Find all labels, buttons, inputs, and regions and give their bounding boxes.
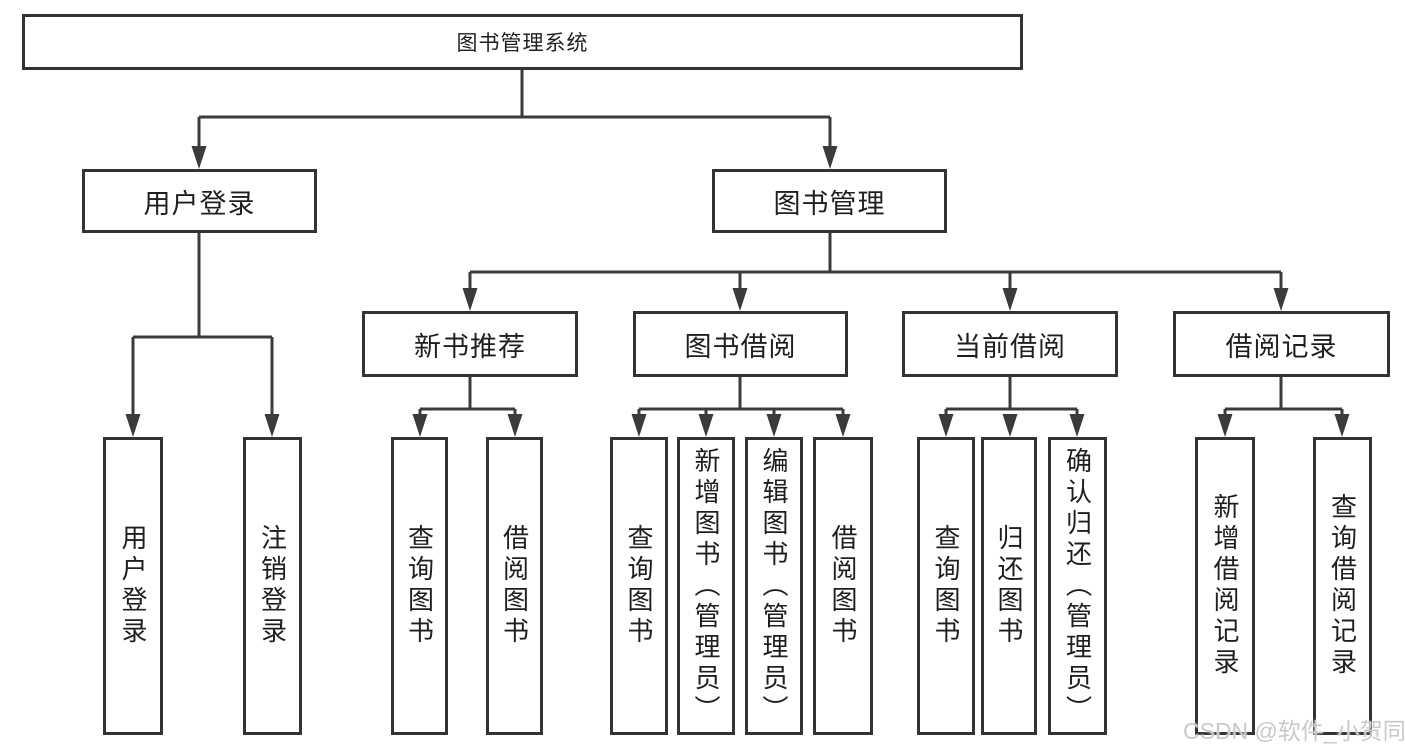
leaf-records-add-record-label: 新增借阅记录 [1210, 493, 1240, 679]
node-book-borrowing-label: 图书借阅 [684, 331, 797, 362]
node-new-book-recommend-label: 新书推荐 [414, 331, 526, 362]
watermark: CSDN @软件_小贺同学 [1183, 718, 1405, 744]
leaf-current-confirm-return-admin: 确认归还（管理员） [1048, 437, 1107, 735]
node-library-system: 图书管理系统 [22, 14, 1023, 70]
leaf-current-query-books: 查询图书 [917, 437, 975, 735]
node-book-management: 图书管理 [712, 169, 947, 233]
leaf-user-login: 用户登录 [103, 437, 163, 735]
leaf-borrowing-query-books: 查询图书 [610, 437, 668, 735]
leaf-recommend-borrow-books: 借阅图书 [486, 437, 543, 735]
leaf-user-login-label: 用户登录 [118, 524, 148, 648]
node-user-login: 用户登录 [82, 169, 317, 233]
leaf-current-query-books-label: 查询图书 [931, 524, 961, 648]
leaf-borrowing-borrow-books-label: 借阅图书 [828, 524, 858, 648]
leaf-recommend-query-books: 查询图书 [391, 437, 448, 735]
leaf-logout: 注销登录 [243, 437, 302, 735]
node-borrowing-records-label: 借阅记录 [1225, 331, 1338, 362]
node-library-system-label: 图书管理系统 [456, 32, 589, 55]
leaf-borrowing-add-books-admin-label: 新增图书（管理员） [691, 446, 721, 726]
leaf-borrowing-add-books-admin: 新增图书（管理员） [677, 437, 735, 735]
node-book-management-label: 图书管理 [773, 188, 886, 219]
node-user-login-label: 用户登录 [143, 188, 256, 219]
leaf-current-confirm-return-admin-label: 确认归还（管理员） [1062, 446, 1093, 726]
leaf-records-add-record: 新增借阅记录 [1195, 437, 1255, 735]
leaf-borrowing-query-books-label: 查询图书 [624, 524, 654, 648]
node-current-borrowing: 当前借阅 [902, 311, 1118, 377]
leaf-borrowing-borrow-books: 借阅图书 [813, 437, 873, 735]
leaf-records-query-record-label: 查询借阅记录 [1327, 493, 1358, 679]
node-borrowing-records: 借阅记录 [1173, 311, 1390, 377]
leaf-borrowing-edit-books-admin-label: 编辑图书（管理员） [759, 446, 789, 726]
node-book-borrowing: 图书借阅 [633, 311, 848, 377]
node-new-book-recommend: 新书推荐 [362, 311, 578, 377]
leaf-current-return-books-label: 归还图书 [994, 524, 1024, 648]
leaf-recommend-borrow-books-label: 借阅图书 [499, 524, 530, 648]
leaf-recommend-query-books-label: 查询图书 [404, 524, 435, 648]
leaf-logout-label: 注销登录 [257, 524, 288, 648]
leaf-records-query-record: 查询借阅记录 [1313, 437, 1372, 735]
leaf-current-return-books: 归还图书 [981, 437, 1037, 735]
leaf-borrowing-edit-books-admin: 编辑图书（管理员） [745, 437, 803, 735]
node-current-borrowing-label: 当前借阅 [954, 331, 1066, 362]
